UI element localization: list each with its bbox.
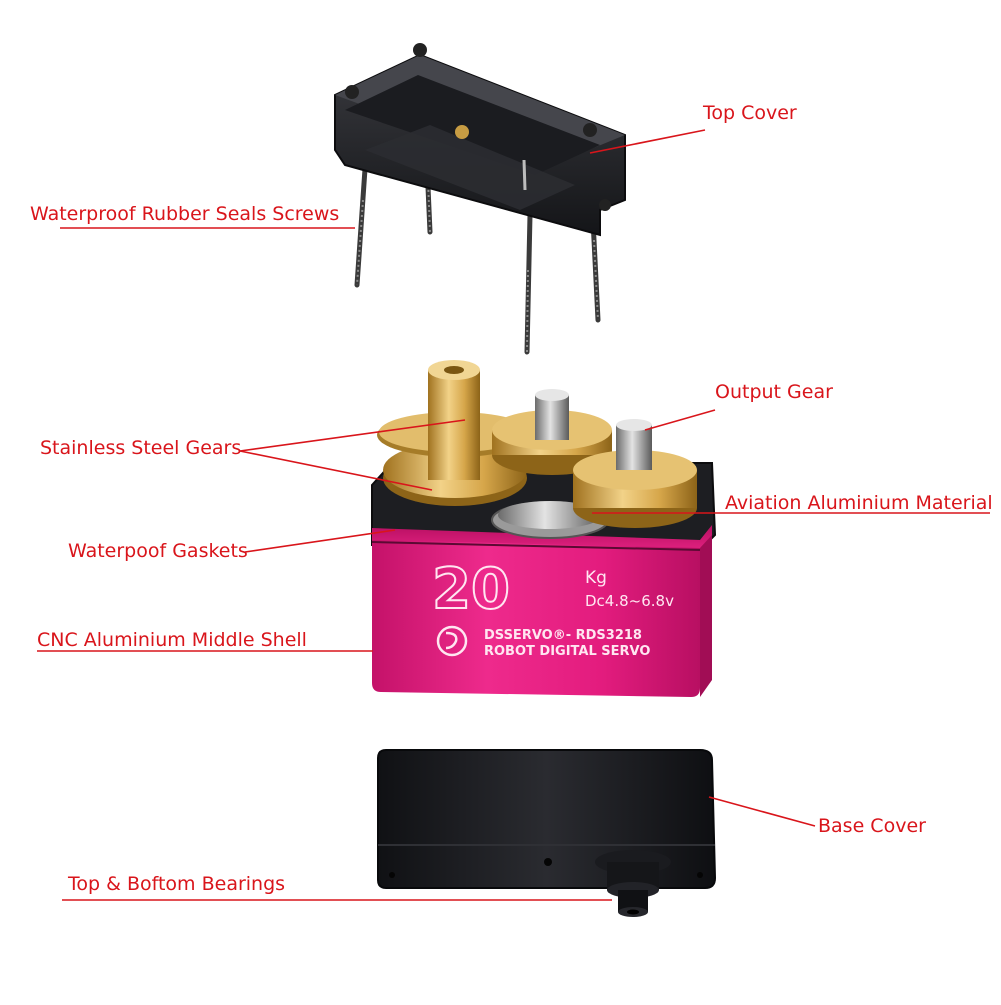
- middle-shell-assembly: 20 Kg Dc4.8~6.8v DSSERVO®- RDS3218 ROBOT…: [371, 360, 717, 697]
- label-bearings: Top & Boftom Bearings: [68, 873, 286, 895]
- callout-lines: [37, 129, 990, 901]
- brass-gear-middle: [492, 389, 612, 475]
- product-type-text: ROBOT DIGITAL SERVO: [484, 644, 650, 659]
- base-cover: [377, 749, 717, 917]
- label-top-cover: Top Cover: [703, 102, 797, 124]
- top-cover: [334, 43, 626, 355]
- torque-number: 20: [432, 557, 510, 622]
- voltage-text: Dc4.8~6.8v: [585, 592, 674, 610]
- brand-model-text: DSSERVO®- RDS3218: [484, 628, 642, 643]
- torque-unit: Kg: [585, 568, 607, 588]
- label-output-gear: Output Gear: [715, 381, 833, 403]
- label-steel-gears: Stainless Steel Gears: [40, 437, 242, 459]
- output-gear: [573, 419, 697, 528]
- label-base-cover: Base Cover: [818, 815, 926, 837]
- label-gaskets: Waterpoof Gaskets: [68, 540, 248, 562]
- label-aviation-aluminium: Aviation Aluminium Material: [725, 492, 993, 514]
- label-middle-shell: CNC Aluminium Middle Shell: [37, 629, 307, 651]
- bearing-boss: [595, 850, 671, 917]
- label-rubber-seal-screws: Waterproof Rubber Seals Screws: [30, 203, 340, 225]
- dsservo-logo: [436, 625, 468, 657]
